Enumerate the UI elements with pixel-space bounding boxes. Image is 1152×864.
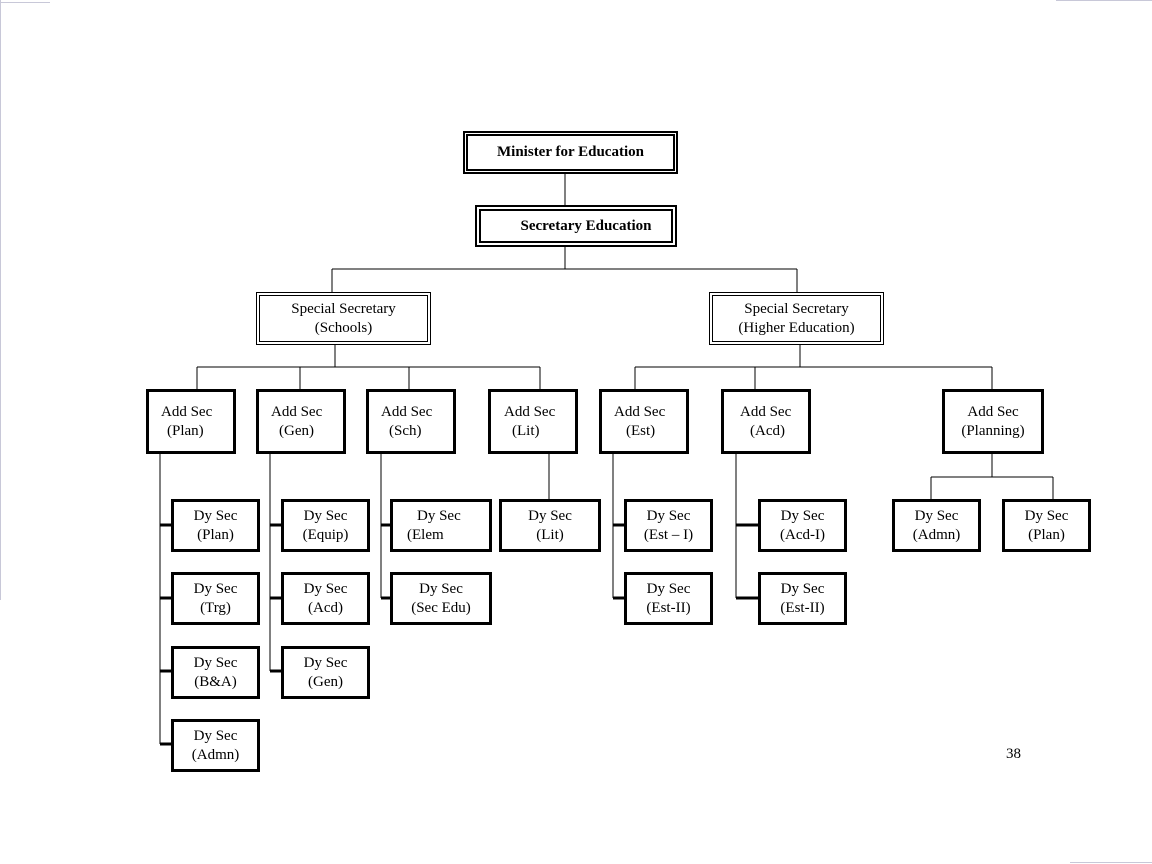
- node-line1: Dy Sec: [193, 727, 238, 744]
- node-line1: Special Secretary: [291, 300, 396, 317]
- node-line1: Dy Sec: [417, 507, 461, 524]
- node-line2: (Sch): [389, 422, 422, 439]
- node-line2: (Trg): [200, 599, 231, 616]
- dy-sec-ba-node: Dy Sec (B&A): [171, 646, 260, 699]
- dy-sec-est-ii-node: Dy Sec (Est-II): [624, 572, 713, 625]
- node-line1: Dy Sec: [780, 507, 825, 524]
- node-line2: (Est-II): [646, 599, 691, 616]
- node-line2: (Est-II): [780, 599, 825, 616]
- dy-sec-est-i-node: Dy Sec (Est – I): [624, 499, 713, 552]
- node-line1: Dy Sec: [646, 507, 691, 524]
- node-line2: (Lit): [512, 422, 540, 439]
- node-line1: Dy Sec: [528, 507, 572, 524]
- dy-sec-gen-node: Dy Sec (Gen): [281, 646, 370, 699]
- dy-sec-trg-node: Dy Sec (Trg): [171, 572, 260, 625]
- dy-sec-plan-node: Dy Sec (Plan): [171, 499, 260, 552]
- node-line1: Dy Sec: [193, 507, 238, 524]
- node-line1: Dy Sec: [419, 580, 463, 597]
- node-line2: (Lit): [536, 526, 564, 543]
- node-line2: (Acd-I): [780, 526, 825, 543]
- node-line1: Special Secretary: [744, 300, 849, 317]
- node-line2: (Plan): [167, 422, 204, 439]
- node-line2: (Gen): [308, 673, 343, 690]
- special-secretary-higher-node: Special Secretary (Higher Education): [709, 292, 884, 345]
- minister-label: Minister for Education: [497, 144, 644, 160]
- node-line1: Dy Sec: [1024, 507, 1069, 524]
- node-line1: Add Sec: [504, 403, 556, 420]
- node-line1: Add Sec: [740, 403, 792, 420]
- node-line2: (Schools): [314, 319, 373, 336]
- node-line2: (Higher Education): [738, 319, 855, 336]
- node-line2: (Elem: [407, 526, 444, 543]
- node-line1: Add Sec: [271, 403, 323, 420]
- dy-sec-lit-node: Dy Sec (Lit): [499, 499, 601, 552]
- node-line1: Dy Sec: [646, 580, 691, 597]
- add-sec-planning-node: Add Sec (Planning): [942, 389, 1044, 454]
- dy-sec-acd-est-ii-node: Dy Sec (Est-II): [758, 572, 847, 625]
- add-sec-est-node: Add Sec (Est): [599, 389, 689, 454]
- node-line1: Dy Sec: [193, 654, 238, 671]
- dy-sec-sec-edu-node: Dy Sec (Sec Edu): [390, 572, 492, 625]
- node-line1: Add Sec: [381, 403, 433, 420]
- add-sec-plan-node: Add Sec (Plan): [146, 389, 236, 454]
- dy-sec-acd-i-node: Dy Sec (Acd-I): [758, 499, 847, 552]
- node-line2: (Sec Edu): [411, 599, 471, 616]
- node-line1: Dy Sec: [303, 654, 348, 671]
- dy-sec-acd-node: Dy Sec (Acd): [281, 572, 370, 625]
- node-line2: (Plan): [197, 526, 234, 543]
- secretary-node: Secretary Education: [475, 205, 677, 247]
- secretary-label: Secretary Education: [520, 217, 652, 234]
- node-line1: Add Sec: [967, 403, 1019, 420]
- dy-sec-elem-node: Dy Sec (Elem: [390, 499, 492, 552]
- node-line2: (Plan): [1028, 526, 1065, 543]
- node-line1: Dy Sec: [193, 580, 238, 597]
- dy-sec-planning-plan-node: Dy Sec (Plan): [1002, 499, 1091, 552]
- window-edge-bottom-right: [1070, 862, 1152, 863]
- node-line1: Add Sec: [161, 403, 213, 420]
- node-line2: (Admn): [191, 746, 240, 763]
- special-secretary-schools-node: Special Secretary (Schools): [256, 292, 431, 345]
- node-line1: Dy Sec: [780, 580, 825, 597]
- window-edge-left: [0, 0, 1, 600]
- window-edge-top-left: [0, 2, 50, 3]
- add-sec-lit-node: Add Sec (Lit): [488, 389, 578, 454]
- dy-sec-admn-node: Dy Sec (Admn): [171, 719, 260, 772]
- node-line1: Dy Sec: [914, 507, 959, 524]
- node-line1: Dy Sec: [303, 507, 348, 524]
- node-line2: (Gen): [279, 422, 314, 439]
- window-edge-top-right: [1056, 0, 1152, 1]
- dy-sec-planning-admn-node: Dy Sec (Admn): [892, 499, 981, 552]
- node-line1: Dy Sec: [303, 580, 348, 597]
- node-line2: (Planning): [961, 422, 1025, 439]
- node-line2: (Admn): [912, 526, 961, 543]
- add-sec-sch-node: Add Sec (Sch): [366, 389, 456, 454]
- page-number: 38: [1006, 746, 1021, 762]
- minister-node: Minister for Education: [463, 131, 678, 174]
- node-line2: (Est): [626, 422, 656, 439]
- node-line1: Add Sec: [614, 403, 666, 420]
- node-line2: (B&A): [194, 673, 237, 690]
- node-line2: (Acd): [308, 599, 343, 616]
- node-line2: (Acd): [750, 422, 785, 439]
- node-line2: (Est – I): [643, 526, 694, 543]
- dy-sec-equip-node: Dy Sec (Equip): [281, 499, 370, 552]
- node-line2: (Equip): [302, 526, 349, 543]
- add-sec-gen-node: Add Sec (Gen): [256, 389, 346, 454]
- add-sec-acd-node: Add Sec (Acd): [721, 389, 811, 454]
